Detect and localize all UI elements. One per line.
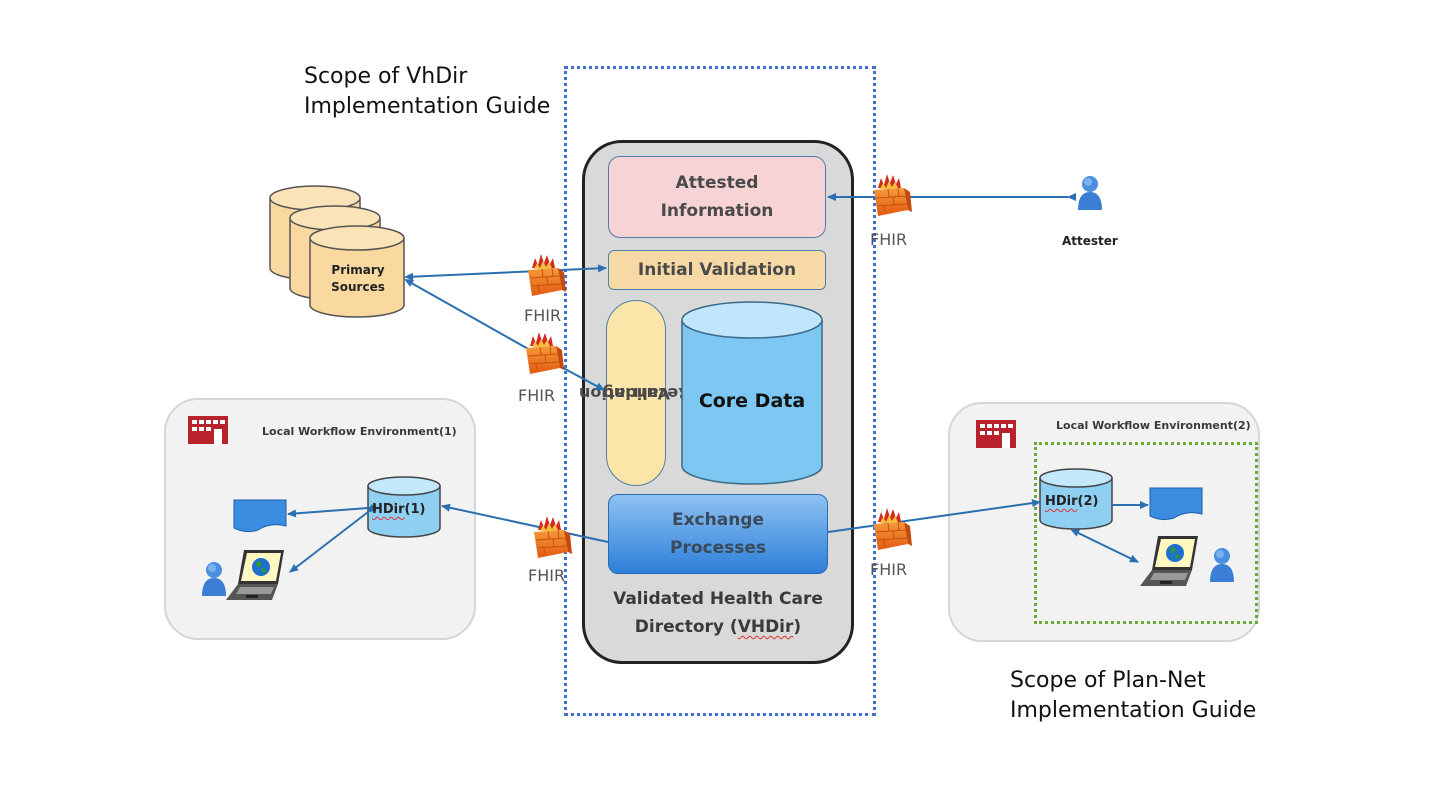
primary-sources-line1: Primary <box>331 263 385 277</box>
document1-icon <box>233 499 287 533</box>
arrow-primary-initial <box>404 264 607 281</box>
plannet-scope-title: Scope of Plan-Net Implementation Guide <box>1010 666 1256 726</box>
initial-validation-box[interactable]: Initial Validation <box>608 250 826 290</box>
firewall-icon <box>533 515 573 559</box>
vhdir-abbr: VHDir <box>737 617 794 637</box>
user2-person-icon <box>1210 548 1234 582</box>
env1-label: Local Workflow Environment(1) <box>262 425 457 438</box>
firewall-icon <box>873 173 913 217</box>
hdir2-database-icon[interactable] <box>1039 468 1113 530</box>
core-data-label: Core Data <box>698 390 806 412</box>
hdir1-suffix: (1) <box>404 502 426 517</box>
vhdir-scope-line2: Implementation Guide <box>304 94 551 119</box>
vhdir-scope-title: Scope of VhDir Implementation Guide <box>304 62 550 122</box>
attester-label: Attester <box>1062 234 1118 248</box>
hdir2-suffix: (2) <box>1077 494 1099 509</box>
arrow-hdir1-laptop <box>289 503 377 573</box>
fhir-label-primary-initial: FHIR <box>524 306 562 325</box>
vhdir-title: Validated Health Care Directory (VHDir) <box>590 585 846 641</box>
primary-sources-label: Primary Sources <box>318 262 398 296</box>
core-data-database-icon[interactable] <box>681 301 823 485</box>
hdir1-label: HDir(1) <box>372 502 425 517</box>
arrow-exchange-hdir1 <box>441 503 609 543</box>
exchange-line2: Processes <box>669 538 766 558</box>
env2-label: Local Workflow Environment(2) <box>1056 419 1251 432</box>
primary-sources-line2: Sources <box>331 280 385 294</box>
vhdir-title-close: ) <box>793 617 802 637</box>
plannet-scope-boundary <box>1034 442 1258 624</box>
document2-icon <box>1149 487 1203 521</box>
user1-person-icon <box>202 562 226 596</box>
plannet-scope-line2: Implementation Guide <box>1010 698 1257 723</box>
attester-person-icon[interactable] <box>1078 176 1102 210</box>
vhdir-title-line2: Directory (VHDir) <box>590 613 846 641</box>
vhdir-scope-boundary <box>564 66 876 716</box>
hdir2-label: HDir(2) <box>1045 494 1098 509</box>
arrow-exchange-hdir2 <box>827 499 1041 533</box>
hdir1-name: HDir <box>372 502 405 517</box>
exchange-line1: Exchange <box>671 510 764 530</box>
vhdir-title-line1: Validated Health Care <box>613 589 823 609</box>
fhir-label-exchange-env2: FHIR <box>870 560 908 579</box>
hdir2-name: HDir <box>1045 494 1078 509</box>
firewall-icon <box>873 507 913 551</box>
vhdir-scope-line1: Scope of VhDir <box>304 64 468 89</box>
laptop1-icon[interactable] <box>226 550 284 600</box>
firewall-icon <box>525 331 565 375</box>
fhir-label-exchange-env1: FHIR <box>528 566 566 585</box>
attested-line2: Information <box>660 201 774 221</box>
vhdir-title-prefix: Directory ( <box>634 617 738 637</box>
laptop2-icon[interactable] <box>1140 536 1198 586</box>
arrow-hdir2-laptop <box>1070 529 1139 563</box>
primary-sources-database-icon[interactable] <box>269 185 405 318</box>
building2-icon <box>976 420 1016 448</box>
plannet-scope-line1: Scope of Plan-Net <box>1010 668 1206 693</box>
firewall-icon <box>527 253 567 297</box>
building1-icon <box>188 416 228 444</box>
fhir-label-primary-recurring: FHIR <box>518 386 556 405</box>
arrow-hdir1-doc <box>287 503 377 518</box>
attested-line1: Attested <box>675 173 759 193</box>
fhir-label-attester: FHIR <box>870 230 908 249</box>
arrow-primary-recurring <box>404 279 605 391</box>
